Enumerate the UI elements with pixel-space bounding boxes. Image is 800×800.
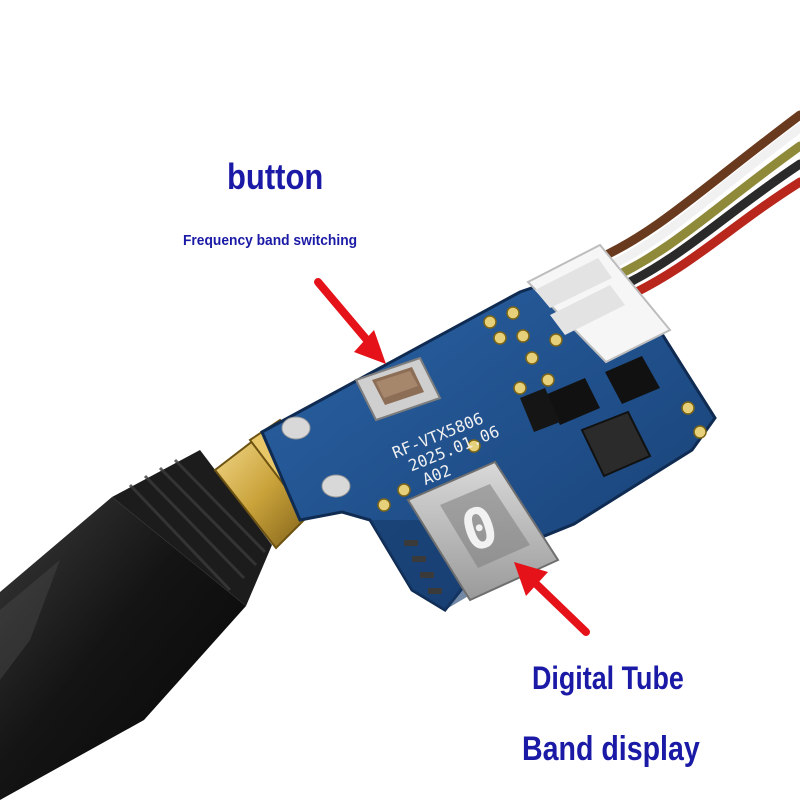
ghost-watermark <box>525 700 531 726</box>
jst-connector <box>526 243 672 364</box>
tactile-button <box>354 356 442 422</box>
wire-harness <box>595 110 800 303</box>
wire-brown <box>595 110 800 263</box>
wire-red <box>619 177 800 303</box>
wire-olive <box>607 141 800 283</box>
wire-white <box>601 123 800 273</box>
pcb-board <box>260 243 717 612</box>
red-arrow-icon <box>314 278 386 364</box>
ic-chip <box>520 356 660 478</box>
button-title: button <box>227 156 324 197</box>
ghost-watermark <box>178 204 184 230</box>
tube-caption: Band display <box>522 730 700 768</box>
button-caption: Frequency band switching <box>183 232 358 249</box>
tube-title: Digital Tube <box>532 660 684 696</box>
red-arrow-icon <box>514 562 590 636</box>
wire-black <box>613 159 800 293</box>
antenna <box>0 450 272 800</box>
